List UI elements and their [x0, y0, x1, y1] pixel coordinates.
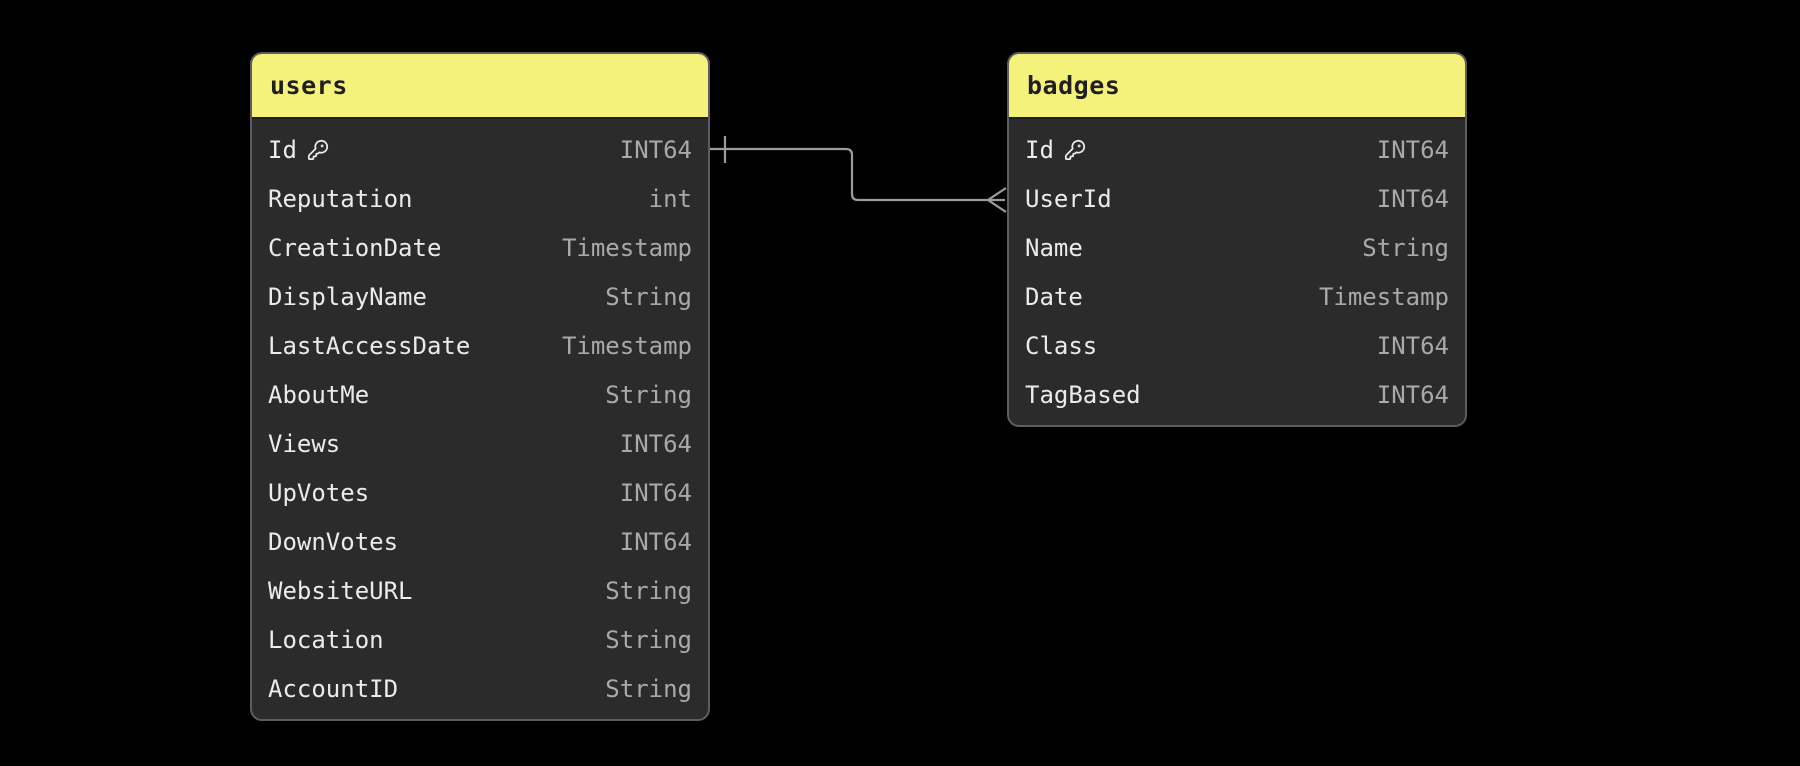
field-name-label: Id	[268, 135, 297, 164]
table-card-badges[interactable]: badges Id INT64 UserId INT64 Name Strin	[1007, 52, 1467, 427]
field-type: int	[648, 184, 692, 213]
field-name: Id	[1025, 136, 1086, 164]
table-title: badges	[1027, 71, 1121, 100]
field-name: DisplayName	[268, 282, 427, 311]
field-row-badges-class[interactable]: Class INT64	[1009, 321, 1465, 370]
table-header-badges[interactable]: badges	[1009, 54, 1465, 119]
field-type: String	[605, 625, 692, 654]
primary-key-icon	[1064, 139, 1085, 160]
field-name: AboutMe	[268, 380, 370, 409]
field-row-users-accountid[interactable]: AccountID String	[252, 664, 708, 713]
field-type: String	[605, 576, 692, 605]
field-type: String	[605, 674, 692, 703]
field-name: DownVotes	[268, 527, 399, 556]
field-type: INT64	[619, 135, 692, 164]
field-type: INT64	[619, 527, 692, 556]
field-name: WebsiteURL	[268, 576, 413, 605]
field-name: Class	[1025, 331, 1098, 360]
field-row-users-displayname[interactable]: DisplayName String	[252, 272, 708, 321]
field-type: Timestamp	[561, 331, 692, 360]
table-body-users: Id INT64 Reputation int CreationDate Tim…	[252, 119, 708, 719]
field-row-users-id[interactable]: Id INT64	[252, 125, 708, 174]
field-name: Views	[268, 429, 341, 458]
table-header-users[interactable]: users	[252, 54, 708, 119]
field-type: INT64	[1376, 331, 1449, 360]
table-card-users[interactable]: users Id INT64 Reputation int CreationDa…	[250, 52, 710, 721]
field-row-badges-userid[interactable]: UserId INT64	[1009, 174, 1465, 223]
field-name-label: Id	[1025, 135, 1054, 164]
field-name: CreationDate	[268, 233, 442, 262]
field-type: String	[605, 282, 692, 311]
field-name: Location	[268, 625, 384, 654]
field-row-users-location[interactable]: Location String	[252, 615, 708, 664]
field-name: Reputation	[268, 184, 413, 213]
field-name: Id	[268, 136, 329, 164]
field-row-users-aboutme[interactable]: AboutMe String	[252, 370, 708, 419]
field-row-users-lastaccessdate[interactable]: LastAccessDate Timestamp	[252, 321, 708, 370]
field-row-badges-name[interactable]: Name String	[1009, 223, 1465, 272]
field-row-badges-date[interactable]: Date Timestamp	[1009, 272, 1465, 321]
field-type: String	[605, 380, 692, 409]
field-type: INT64	[1376, 184, 1449, 213]
table-body-badges: Id INT64 UserId INT64 Name String Date T…	[1009, 119, 1465, 425]
field-type: INT64	[619, 478, 692, 507]
field-type: String	[1362, 233, 1449, 262]
field-name: UpVotes	[268, 478, 370, 507]
field-row-badges-id[interactable]: Id INT64	[1009, 125, 1465, 174]
field-type: Timestamp	[1318, 282, 1449, 311]
field-name: Name	[1025, 233, 1083, 262]
field-row-badges-tagbased[interactable]: TagBased INT64	[1009, 370, 1465, 419]
table-title: users	[270, 71, 348, 100]
field-name: AccountID	[268, 674, 399, 703]
field-type: INT64	[1376, 380, 1449, 409]
field-row-users-views[interactable]: Views INT64	[252, 419, 708, 468]
field-row-users-websiteurl[interactable]: WebsiteURL String	[252, 566, 708, 615]
field-name: TagBased	[1025, 380, 1141, 409]
field-name: LastAccessDate	[268, 331, 471, 360]
field-name: UserId	[1025, 184, 1112, 213]
field-type: Timestamp	[561, 233, 692, 262]
field-row-users-upvotes[interactable]: UpVotes INT64	[252, 468, 708, 517]
primary-key-icon	[307, 139, 328, 160]
connector-line	[710, 147, 1005, 202]
field-row-users-reputation[interactable]: Reputation int	[252, 174, 708, 223]
field-row-users-downvotes[interactable]: DownVotes INT64	[252, 517, 708, 566]
field-name: Date	[1025, 282, 1083, 311]
field-type: INT64	[619, 429, 692, 458]
field-type: INT64	[1376, 135, 1449, 164]
field-row-users-creationdate[interactable]: CreationDate Timestamp	[252, 223, 708, 272]
many-cardinality-marker	[986, 187, 1007, 213]
